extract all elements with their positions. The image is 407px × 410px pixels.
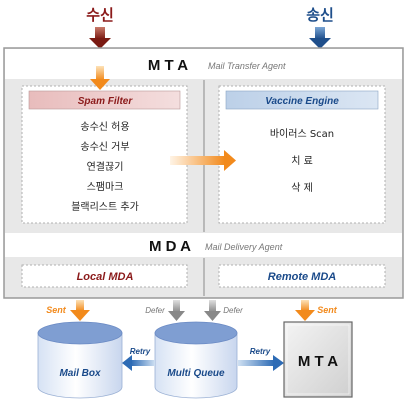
sent-right-label: Sent [317,305,338,315]
send-label: 송신 [306,6,334,24]
mda-band [5,233,402,257]
send-arrow [309,27,331,49]
into-spam-filter-arrow [90,66,110,90]
mta-title: M T A [148,57,188,74]
sent-left-arrow [70,300,90,321]
spam-filter-item: 블랙리스트 추가 [71,201,139,213]
spam-filter-header [28,90,181,110]
mda-title: M D A [149,238,191,255]
sent-right-arrow [295,300,315,321]
defer-right-arrow [204,300,221,321]
vaccine-engine-item: 바이러스 Scan [270,128,334,140]
spam-to-vaccine-arrow [170,150,236,171]
retry-left-label: Retry [130,347,151,356]
defer-left-arrow [168,300,185,321]
defer-right-label: Defer [223,306,243,315]
spam-filter-title: Spam Filter [78,96,134,107]
multi-queue-label: Multi Queue [167,368,225,379]
mda-subtitle: Mail Delivery Agent [205,242,283,252]
mailbox-label: Mail Box [59,368,101,379]
remote-mta-box-inner [286,324,350,395]
retry-right-label: Retry [250,347,271,356]
vaccine-engine-header [225,90,379,110]
mailbox-cylinder [37,321,123,399]
remote-mda-label: Remote MDA [268,271,337,283]
multi-queue-cylinder [154,321,238,399]
remote-mta-box [283,321,353,398]
sent-left-label: Sent [46,305,67,315]
remote-mta-label: M T A [298,353,338,370]
remote-mda-box [218,264,386,288]
spam-filter-item: 스팸마크 [87,181,124,193]
spam-filter-item: 송수신 거부 [80,141,129,153]
vaccine-engine-title: Vaccine Engine [265,96,339,107]
vaccine-engine-item: 치 료 [291,155,313,167]
retry-left-arrow [122,355,155,371]
defer-left-label: Defer [145,306,165,315]
mta-band [5,49,402,79]
receive-arrow [89,27,111,49]
mta-subtitle: Mail Transfer Agent [208,61,286,71]
spam-filter-item: 연결끊기 [87,161,124,173]
local-mda-label: Local MDA [77,271,134,283]
spam-filter-item: 송수신 허용 [80,121,129,133]
receive-label: 수신 [86,6,114,24]
retry-right-arrow [238,355,284,371]
local-mda-box [21,264,188,288]
vaccine-engine-item: 삭 제 [291,182,313,194]
